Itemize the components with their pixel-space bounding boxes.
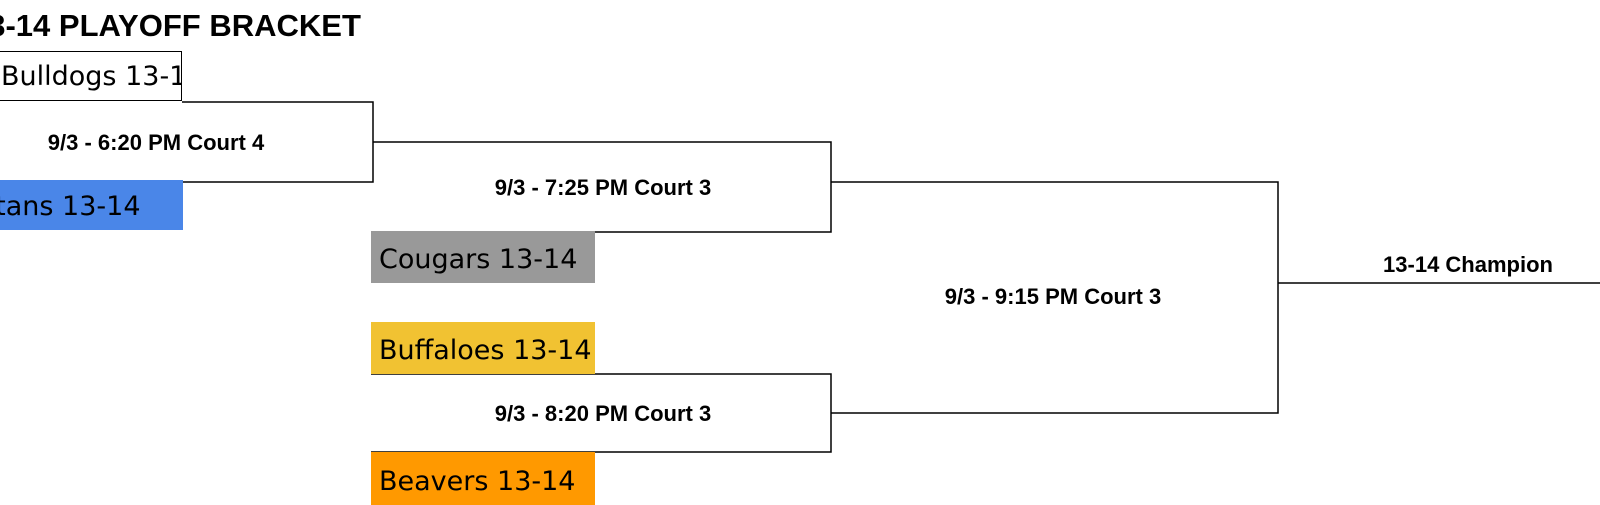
team-beavers: Beavers 13-14 [371, 452, 595, 505]
champion-label: 13-14 Champion [1383, 252, 1553, 277]
team-bulldogs-label: Bulldogs 13-14 [1, 61, 181, 92]
bracket-line-final [831, 181, 1279, 414]
team-buffaloes: Buffaloes 13-14 [371, 322, 595, 374]
team-beavers-label: Beavers 13-14 [379, 466, 576, 497]
game-final-label: 9/3 - 9:15 PM Court 3 [944, 284, 1162, 309]
team-buffaloes-label: Buffaloes 13-14 [379, 335, 592, 366]
team-bulldogs: Bulldogs 13-14 [0, 51, 182, 101]
team-titans-label: Titans 13-14 [0, 191, 141, 222]
team-cougars-label: Cougars 13-14 [379, 244, 578, 275]
game-round1-label: 9/3 - 6:20 PM Court 4 [47, 130, 265, 155]
team-titans: Titans 13-14 [0, 180, 183, 230]
page-title: 13-14 PLAYOFF BRACKET [0, 8, 361, 43]
game-semifinal-top-label: 9/3 - 7:25 PM Court 3 [494, 175, 712, 200]
team-cougars: Cougars 13-14 [371, 231, 595, 283]
bracket-line-semifinal-top [371, 141, 832, 233]
game-semifinal-bottom-label: 9/3 - 8:20 PM Court 3 [494, 401, 712, 426]
